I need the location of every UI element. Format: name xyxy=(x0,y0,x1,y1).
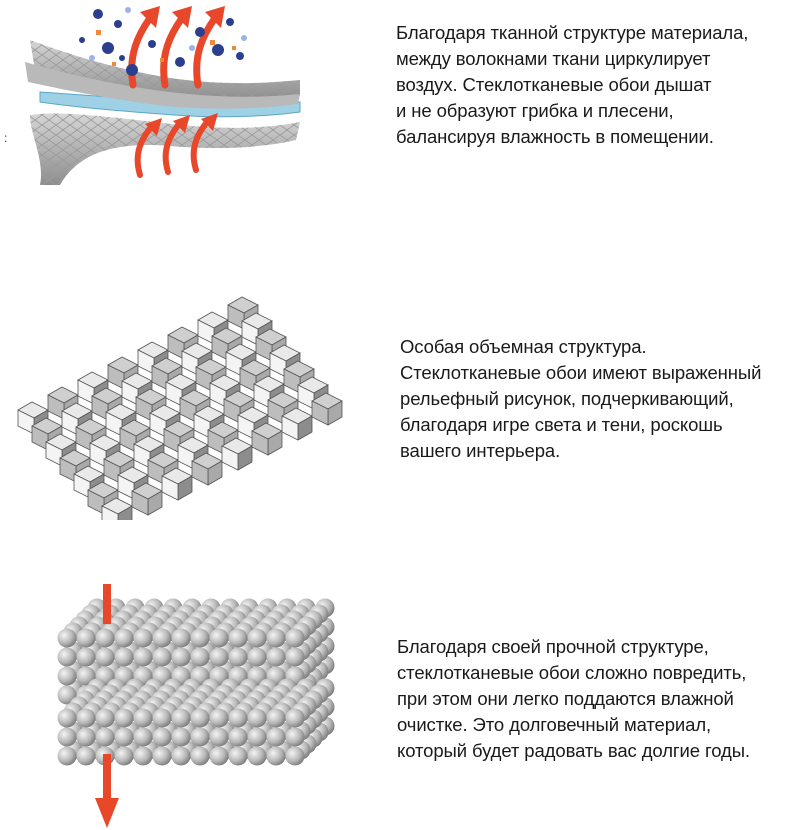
section-1-line: Благодаря тканной структуре материала, xyxy=(396,22,749,43)
section-1-line: между волокнами ткани циркулирует xyxy=(396,48,711,69)
svg-text::: : xyxy=(4,131,7,145)
section-2-line: Особая объемная структура. xyxy=(400,336,647,357)
section-1-line: балансируя влажность в помещении. xyxy=(396,126,714,147)
section-2-line: благодаря игре света и тени, роскошь xyxy=(400,414,723,435)
section-3-text: Благодаря своей прочной структуре, стекл… xyxy=(397,634,793,764)
section-3-line: который будет радовать вас долгие годы. xyxy=(397,740,750,761)
woven-relief-icon xyxy=(17,296,343,520)
section-2-line: вашего интерьера. xyxy=(400,440,561,461)
section-3-line: Благодаря своей прочной структуре, xyxy=(397,636,709,657)
breathable-layers-icon: : xyxy=(4,6,301,185)
section-2-text: Особая объемная структура. Стеклотканевы… xyxy=(400,334,796,464)
section-1-line: воздух. Стеклотканевые обои дышат xyxy=(396,74,712,95)
section-3-line: при этом они легко поддаются влажной xyxy=(397,688,734,709)
section-1-line: и не образуют грибка и плесени, xyxy=(396,100,674,121)
section-1-text: Благодаря тканной структуре материала, м… xyxy=(396,20,791,150)
strong-structure-icon xyxy=(57,584,335,828)
section-2-line: Стеклотканевые обои имеют выраженный xyxy=(400,362,762,383)
section-3-line: стеклотканевые обои сложно повредить, xyxy=(397,662,747,683)
section-3-line: очистке. Это долговечный материал, xyxy=(397,714,712,735)
section-2-line: рельефный рисунок, подчеркивающий, xyxy=(400,388,734,409)
